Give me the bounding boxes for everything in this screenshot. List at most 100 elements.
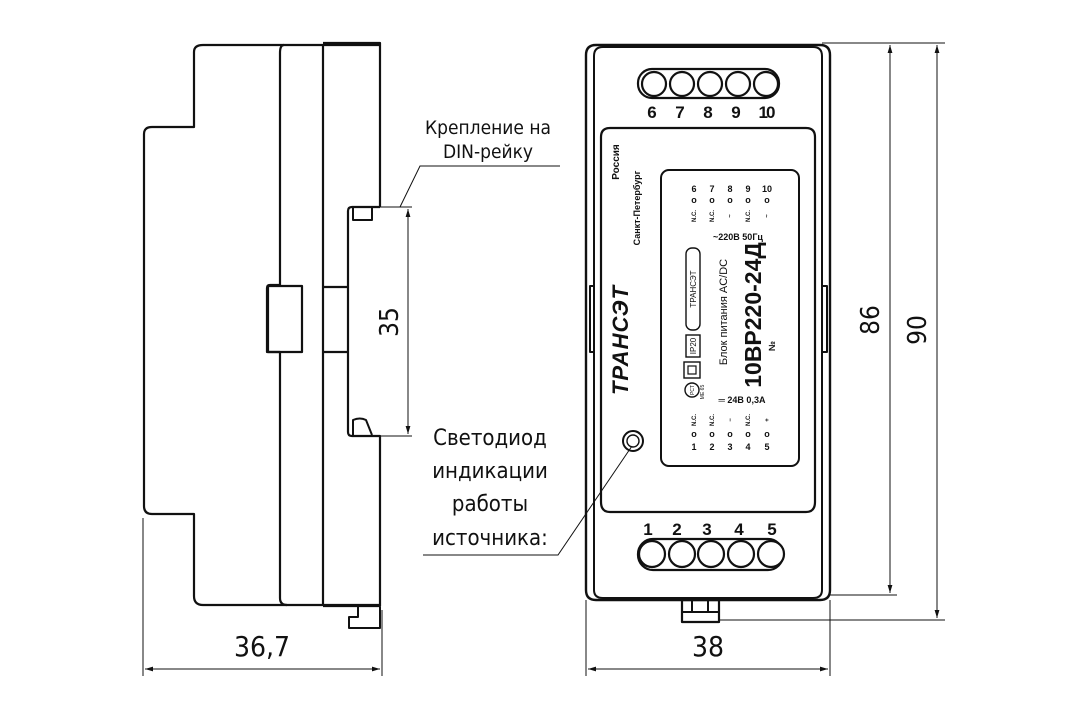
terminal-number: 4: [734, 520, 744, 539]
bottom-table-number: 4: [745, 442, 750, 452]
bottom-table-mark: o: [709, 429, 715, 439]
top-table-mark: o: [764, 195, 770, 205]
bottom-table-number: 1: [691, 442, 696, 452]
output-rating: ═ 24В 0,3А: [718, 395, 766, 405]
dim-front-width-value: 38: [692, 630, 724, 663]
terminal-screw-10: [752, 70, 780, 98]
side-right-column: [323, 41, 382, 207]
top-table-mark: o: [727, 195, 733, 205]
side-bottom-latch: [348, 607, 381, 629]
top-terminal-screws: [640, 70, 780, 98]
bottom-table-mark: o: [745, 429, 751, 439]
terminal-number: 9: [731, 103, 740, 122]
bottom-table-mark: o: [691, 429, 697, 439]
side-view: [142, 41, 382, 629]
dim-front-height: [719, 42, 945, 621]
led-label-line4: источника:: [432, 526, 548, 551]
top-table-mark: o: [691, 195, 697, 205]
terminal-number: 7: [675, 103, 684, 122]
side-latch-window: [266, 284, 304, 354]
din-mount-label-line2: DIN-рейку: [443, 141, 533, 163]
dim-side-depth: [142, 518, 383, 676]
din-mount-callout: [399, 165, 560, 208]
ip-rating-box: IP20: [685, 334, 701, 358]
serial-label: №: [767, 341, 777, 351]
brand-logo: ТРАНСЭТ: [608, 284, 633, 395]
brand-badge: ТРАНСЭТ: [685, 247, 701, 331]
led-indicator-outer: [622, 430, 644, 452]
dim-front-width: [585, 600, 831, 676]
terminal-number: 8: [703, 103, 712, 122]
terminal-number: 10: [759, 103, 775, 122]
top-table-number: 9: [745, 184, 750, 194]
bottom-table-function: +: [765, 418, 771, 422]
cert-code: МЕ 65: [700, 385, 706, 400]
terminal-screw-6: [640, 70, 668, 98]
led-indicator-inner: [626, 434, 640, 448]
terminal-screw-7: [668, 70, 696, 98]
led-label-line3: работы: [452, 492, 528, 517]
dim-front-height-total-value: 90: [903, 315, 933, 345]
bottom-table-number: 3: [727, 442, 732, 452]
dim-side-depth-value: 36,7: [234, 630, 290, 663]
led-callout: [423, 445, 633, 556]
front-side-notch-left: [589, 285, 594, 353]
front-side-notch-right: [822, 285, 828, 353]
top-table-function: N.C.: [692, 210, 698, 222]
top-table-function: ~: [765, 214, 771, 218]
label-city: Санкт-Петербург: [632, 170, 642, 245]
side-din-clip-bottom: [352, 417, 373, 436]
terminal-number: 3: [702, 520, 711, 539]
side-din-clip-top: [352, 208, 373, 221]
top-table-mark: o: [709, 195, 715, 205]
top-table-number: 10: [762, 184, 772, 194]
ip-rating: IP20: [689, 337, 698, 354]
certification-mark: РСТ МЕ 65: [684, 382, 706, 400]
bottom-table-function: N.C.: [692, 414, 698, 426]
terminal-screw-4: [726, 539, 756, 569]
bottom-terminal-screws: [637, 539, 786, 569]
terminal-screw-3: [696, 539, 726, 569]
bottom-pin-table: N.C. o 1 N.C. o 2 − o 3 N.C. o 4 + o 5: [691, 414, 771, 452]
bottom-table-number: 2: [709, 442, 714, 452]
top-table-function: N.C.: [746, 210, 752, 222]
led-label-line2: индикации: [432, 459, 548, 484]
terminal-number: 5: [767, 520, 776, 539]
top-terminal-numbers: 6 7 8 9 10: [647, 103, 777, 122]
terminal-screw-8: [696, 70, 724, 98]
bottom-table-function: N.C.: [710, 414, 716, 426]
top-pin-table: 6oN.C.7oN.C.8o~9oN.C.10o~: [691, 184, 772, 222]
front-body-outline: [584, 43, 832, 602]
model-number: 10ВР220-24Д: [740, 242, 766, 388]
rating-label: [660, 169, 800, 467]
side-body-outline: [142, 43, 380, 607]
top-table-function: ~: [728, 214, 734, 218]
bottom-table-function: −: [728, 418, 734, 422]
top-table-mark: o: [745, 195, 751, 205]
top-table-number: 8: [727, 184, 732, 194]
dim-din-rail-value: 35: [375, 307, 405, 337]
top-table-number: 7: [709, 184, 714, 194]
terminal-number: 1: [643, 520, 652, 539]
input-rating: ~220В 50Гц: [713, 232, 763, 242]
front-label-panel: [599, 126, 817, 514]
terminal-screw-2: [667, 539, 697, 569]
terminal-screw-1: [637, 539, 667, 569]
terminal-number: 2: [672, 520, 681, 539]
label-country: Россия: [611, 144, 622, 180]
bottom-table-mark: o: [727, 429, 733, 439]
brand-badge-text: ТРАНСЭТ: [689, 270, 698, 307]
terminal-screw-9: [724, 70, 752, 98]
double-insulation-mark: [683, 361, 701, 379]
terminal-number: 6: [647, 103, 656, 122]
bottom-table-mark: o: [764, 429, 770, 439]
bottom-table-function: N.C.: [746, 414, 752, 426]
din-mount-label-line1: Крепление на: [425, 117, 551, 139]
bottom-terminal-numbers: 1 2 3 4 5: [643, 520, 776, 539]
top-table-function: N.C.: [710, 210, 716, 222]
led-label-line1: Светодиод: [433, 426, 547, 451]
dim-din-rail: [380, 206, 412, 437]
cert-mark: РСТ: [690, 385, 696, 395]
bottom-table-number: 5: [764, 442, 769, 452]
